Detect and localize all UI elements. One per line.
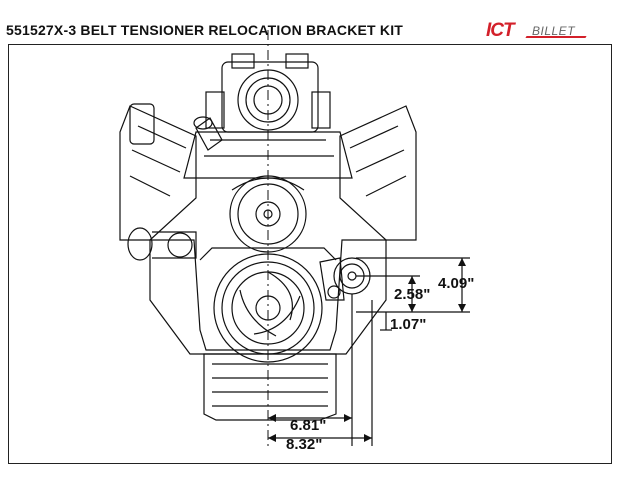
dimension-upper-label: 4.09" — [438, 275, 475, 292]
left-hose-fitting — [127, 227, 197, 261]
upper-hose-outlet — [193, 116, 223, 151]
dimension-mid-label: 2.58" — [394, 286, 431, 303]
dimension-lower-label: 1.07" — [390, 316, 427, 333]
dimension-arrows — [268, 258, 466, 442]
drawing-frame — [8, 44, 612, 464]
left-valve-cover — [119, 103, 197, 241]
page-title: 551527X-3 BELT TENSIONER RELOCATION BRAC… — [6, 22, 404, 38]
engine-block — [149, 239, 387, 355]
logo-brand: ICT — [486, 20, 515, 41]
ict-billet-logo: ICT BILLET — [486, 20, 590, 42]
right-valve-cover — [339, 105, 417, 241]
belt-tensioner — [319, 257, 371, 301]
dimension-lines — [268, 257, 470, 446]
dimension-outer-label: 8.32" — [286, 436, 323, 453]
logo-suffix: BILLET — [532, 24, 576, 38]
oil-pan — [203, 353, 337, 421]
dimension-inner-label: 6.81" — [290, 417, 327, 434]
